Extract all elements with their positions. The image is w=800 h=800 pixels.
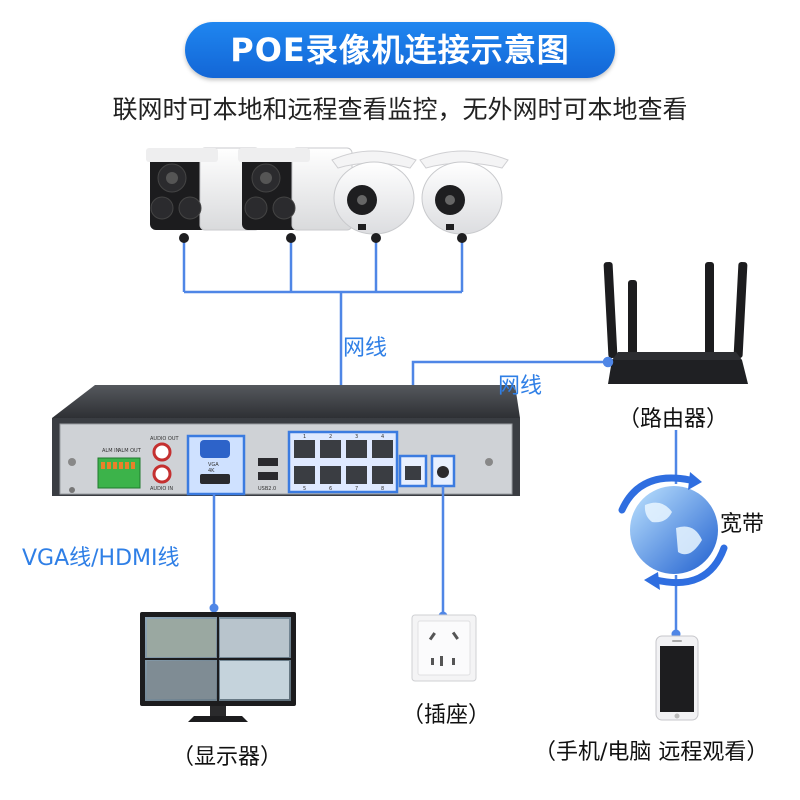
usb-port-label: USB2.0 [258,486,276,492]
camera-cable-label: 网线 [343,336,388,361]
dome-camera-2 [419,150,509,235]
phone-label: （手机/电脑 远程观看） [534,740,769,765]
phone-icon [655,635,699,721]
bullet-camera-2 [238,147,353,231]
port-number: 3 [355,434,358,440]
output-cables [212,486,445,614]
dome-camera-1 [331,150,417,235]
monitor-icon [140,612,296,722]
audio-in-label: AUDIO IN [150,486,173,492]
wall-socket-icon [411,614,477,682]
globe-icon [618,472,728,590]
cable-connectors [179,233,467,243]
bullet-camera-1 [146,147,261,231]
nvr-panel-labels: ALM IN ALM OUT AUDIO OUT AUDIO IN VGA 4K… [102,434,384,492]
nvr-recorder [52,385,520,496]
port-number: 8 [381,486,384,492]
alarm-in-label: ALM IN [102,448,120,454]
hdmi-port-label: 4K [208,468,215,474]
vga-port-label: VGA [208,462,219,468]
audio-out-label: AUDIO OUT [150,436,180,442]
page-title: POE录像机连接示意图 [185,22,615,78]
port-number: 4 [381,434,384,440]
alarm-out-label: ALM OUT [118,448,142,454]
router-icon [603,261,748,384]
port-number: 2 [329,434,332,440]
router-cable-label: 网线 [498,374,543,399]
page-subtitle: 联网时可本地和远程查看监控，无外网时可本地查看 [112,95,688,124]
router-label: （路由器） [618,407,729,432]
port-number: 6 [329,486,332,492]
vga-hdmi-cable-label: VGA线/HDMI线 [22,546,180,571]
port-number: 5 [303,486,306,492]
port-number: 1 [303,434,306,440]
monitor-label: （显示器） [172,745,283,770]
port-number: 7 [355,486,358,492]
broadband-label: 宽带 [720,512,765,537]
socket-label: （插座） [402,703,491,728]
